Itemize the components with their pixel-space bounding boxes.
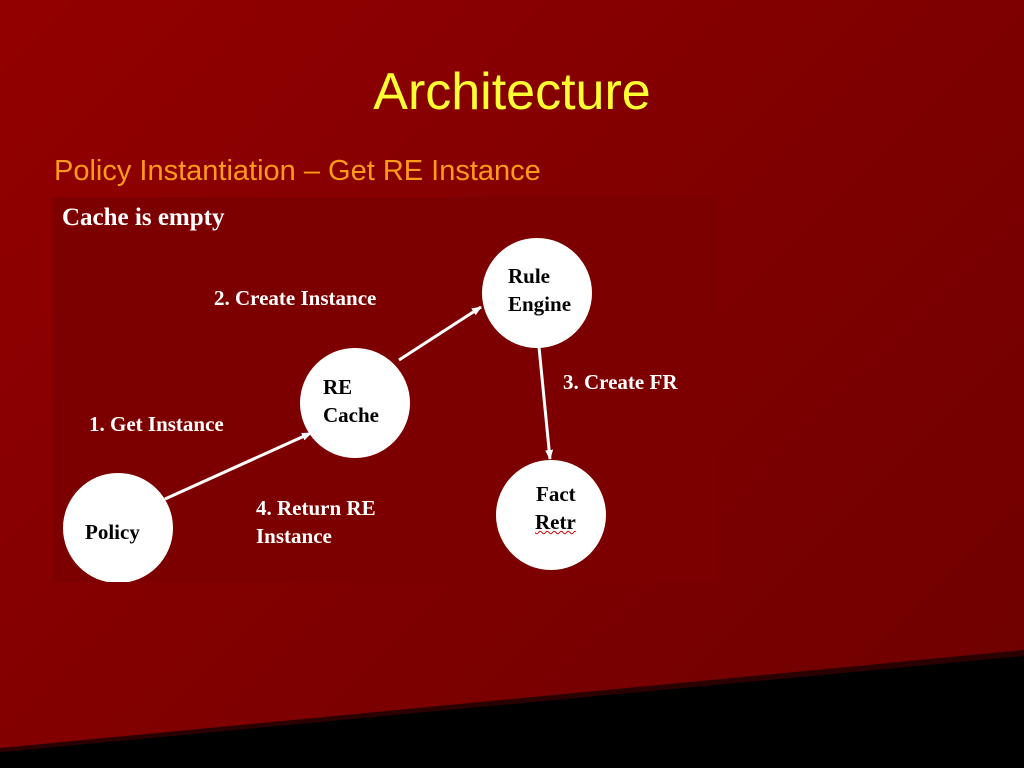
edge-label-return-re-line1: 4. Return RE [256,496,376,520]
arrow-create-instance [398,305,482,362]
node-re-cache [300,348,410,458]
node-rule-engine [482,238,592,348]
edge-label-return-re-line2: Instance [256,524,332,548]
edge-label-create-instance: 2. Create Instance [214,286,377,310]
node-policy [63,473,173,582]
arrow-policy-re-cache [155,431,312,507]
diagram-canvas [63,238,606,582]
node-policy-label: Policy [85,520,140,544]
arrow-create-fr [537,346,554,460]
edge-label-create-fr: 3. Create FR [563,370,678,394]
node-fact-retr-line2: Retr [535,510,576,534]
node-fact-retr-line1: Fact [536,482,576,506]
slide-title: Architecture [373,63,651,121]
node-fact-retr [496,460,606,570]
edge-label-get-instance: 1. Get Instance [89,412,224,436]
node-rule-engine-line1: Rule [508,264,550,288]
node-re-cache-line2: Cache [323,403,379,427]
diagram-heading: Cache is empty [62,204,225,231]
slide-subtitle: Policy Instantiation – Get RE Instance [54,155,541,187]
node-re-cache-line1: RE [323,375,353,399]
node-rule-engine-line2: Engine [508,292,572,316]
